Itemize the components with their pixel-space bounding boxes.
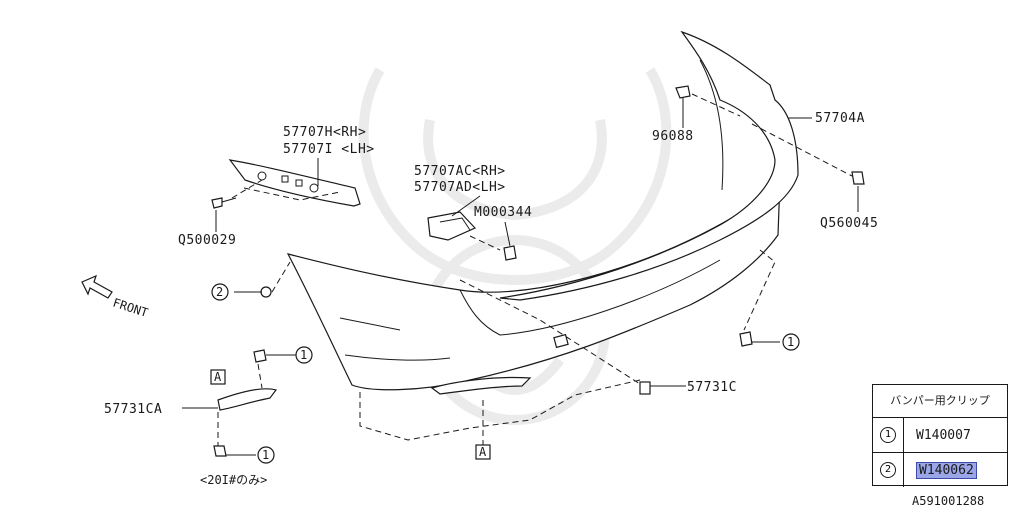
- label-57707ac: 57707AC<RH>: [414, 164, 506, 179]
- upper-bumper-panel: [499, 30, 799, 301]
- svg-text:A: A: [479, 445, 487, 459]
- ref-marker-2: 2: [211, 283, 229, 301]
- clip-legend-table: バンパー用クリップ 1 W140007 2 W140062: [872, 384, 1008, 487]
- legend-row: 2 W140062: [873, 453, 1007, 487]
- label-57707h: 57707H<RH>: [283, 125, 366, 140]
- svg-text:A: A: [214, 370, 222, 384]
- label-q560045: Q560045: [820, 216, 878, 231]
- label-57704a: 57704A: [815, 111, 865, 126]
- svg-text:1: 1: [262, 448, 269, 462]
- label-57731c: 57731C: [687, 380, 737, 395]
- label-57731ca: 57731CA: [104, 402, 162, 417]
- legend-num: 2: [880, 462, 896, 478]
- front-label: FRONT: [111, 296, 150, 320]
- box-marker-a-bottom: A: [475, 444, 491, 460]
- ref-marker-1-bottom: 1: [257, 446, 275, 464]
- label-57707i: 57707I <LH>: [283, 142, 375, 157]
- center-bracket: [427, 211, 477, 241]
- legend-code[interactable]: W140007: [916, 427, 971, 443]
- label-m000344: M000344: [474, 205, 532, 220]
- label-96088: 96088: [652, 129, 694, 144]
- svg-text:1: 1: [300, 348, 307, 362]
- label-57707ad: 57707AD<LH>: [414, 180, 506, 195]
- legend-row: 1 W140007: [873, 418, 1007, 453]
- bumper-cover: [286, 177, 781, 395]
- ref-marker-1-right: 1: [782, 333, 800, 351]
- dashed-guides: [217, 93, 853, 446]
- image-id: A591001288: [912, 494, 985, 508]
- note-label: <20I#のみ>: [200, 473, 267, 487]
- legend-num: 1: [880, 427, 896, 443]
- skirt-piece: [217, 388, 278, 411]
- legend-header: バンパー用クリップ: [873, 385, 1007, 418]
- front-arrow: FRONT: [81, 274, 150, 320]
- svg-text:1: 1: [787, 335, 794, 349]
- ref-marker-1-top: 1: [295, 346, 313, 364]
- svg-text:2: 2: [216, 285, 223, 299]
- fasteners: [211, 85, 865, 457]
- box-marker-a-left: A: [210, 369, 226, 385]
- label-q500029: Q500029: [178, 233, 236, 248]
- legend-code-highlighted[interactable]: W140062: [916, 461, 977, 479]
- leader-lines: [182, 98, 859, 456]
